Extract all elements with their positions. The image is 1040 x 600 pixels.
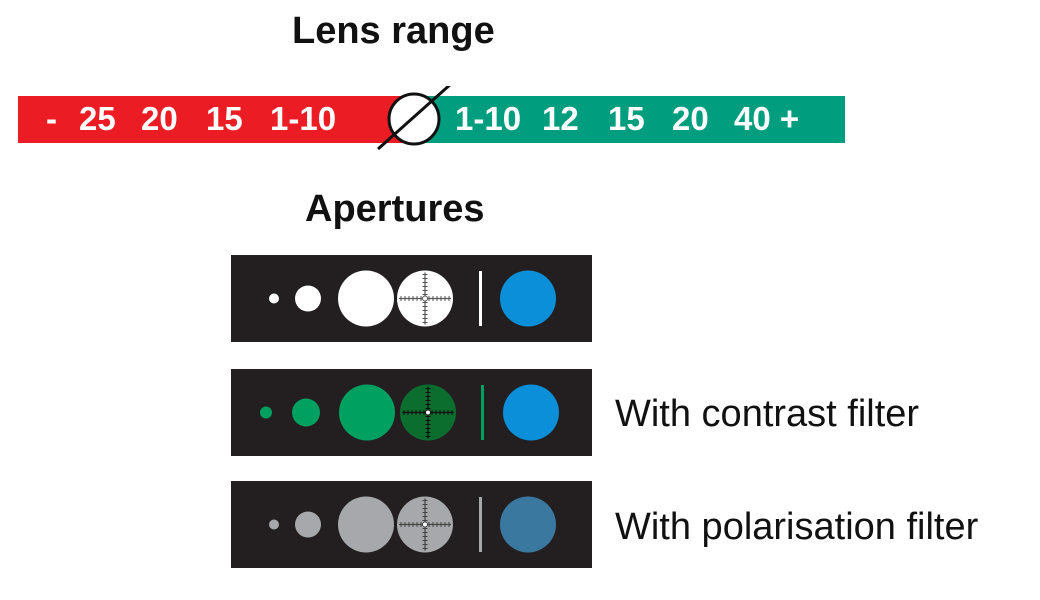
aperture-large-dot: [338, 270, 394, 327]
aperture-panel-contrast: [231, 369, 592, 456]
contrast-filter-caption: With contrast filter: [615, 393, 920, 435]
empty-set-icon: [377, 86, 451, 151]
crosshair-reticle-icon: [400, 384, 456, 441]
aperture-small-dot: [292, 398, 320, 427]
aperture-panel-plain: [231, 255, 592, 342]
lens-range-bar: - 25 20 15 1-10 1-10 12 15 20 40 +: [18, 86, 845, 151]
crosshair-reticle-icon: [397, 270, 453, 327]
lens-label-pos-1-10: 1-10: [455, 100, 522, 137]
aperture-blue-dot: [500, 270, 556, 327]
aperture-tiny-dot: [269, 293, 279, 304]
aperture-blue-dot: [500, 496, 556, 553]
apertures-title: Apertures: [305, 188, 485, 230]
aperture-panel-polarisation: [231, 481, 592, 568]
lens-label-neg-25: 25: [79, 100, 116, 137]
lens-label-pos-20: 20: [672, 100, 709, 137]
lens-label-neg-1-10: 1-10: [270, 100, 337, 137]
lens-label-neg-15: 15: [206, 100, 243, 137]
aperture-large-dot: [339, 384, 395, 441]
aperture-small-dot: [295, 285, 321, 312]
aperture-small-dot: [295, 511, 321, 538]
aperture-tiny-dot: [260, 406, 272, 419]
lens-range-title: Lens range: [292, 10, 495, 52]
negative-lens-range: - 25 20 15 1-10: [18, 96, 408, 143]
lens-label-pos-15: 15: [608, 100, 645, 137]
aperture-tiny-dot: [269, 519, 279, 530]
aperture-blue-dot: [503, 384, 559, 441]
lens-label-neg-20: 20: [141, 100, 178, 137]
aperture-divider: [479, 497, 482, 552]
lens-label-pos-12: 12: [542, 100, 579, 137]
crosshair-reticle-icon: [397, 496, 453, 553]
polarisation-filter-caption: With polarisation filter: [615, 506, 979, 548]
positive-lens-range: 1-10 12 15 20 40 +: [408, 96, 845, 143]
lens-label-pos-40-plus: 40 +: [734, 100, 800, 137]
aperture-divider: [481, 385, 484, 440]
lens-label-minus: -: [46, 100, 57, 137]
aperture-divider: [479, 271, 482, 326]
aperture-large-dot: [338, 496, 394, 553]
